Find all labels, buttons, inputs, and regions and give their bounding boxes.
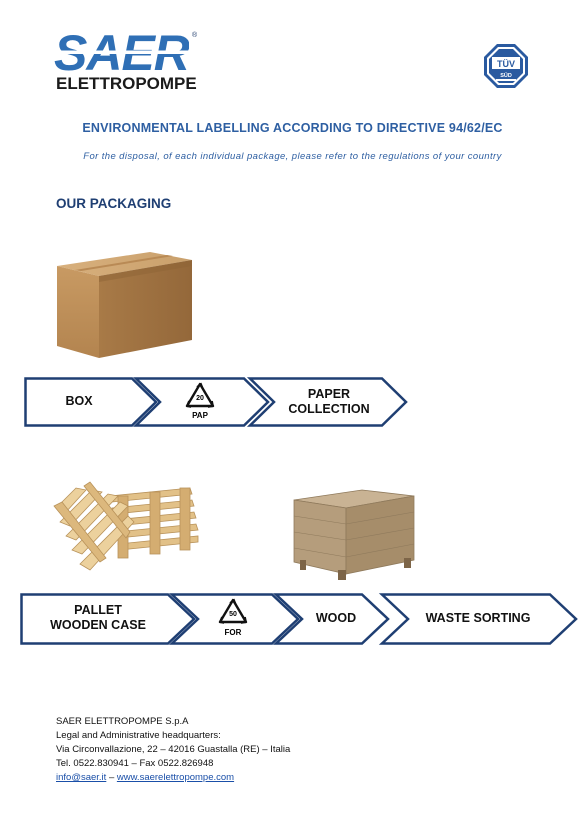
- footer-link-separator: –: [106, 772, 117, 783]
- tuv-bottom-text: SÜD: [500, 72, 512, 79]
- registered-mark: ®: [192, 32, 198, 39]
- recycling-for-icon: 50 FOR: [215, 597, 251, 641]
- wooden-pallets-image: [50, 478, 200, 583]
- footer-email-link[interactable]: info@saer.it: [56, 772, 107, 783]
- step-label-pallet-wooden-case: PALLET WOODEN CASE: [28, 603, 168, 633]
- step-label-waste-sorting: WASTE SORTING: [425, 611, 531, 625]
- logo-subtitle: ELETTROPOMPE: [56, 74, 197, 93]
- row1-arrow-chain: BOX 20 PAP PAPER COLLECTION: [24, 377, 409, 427]
- recycling-code: PAP: [192, 411, 208, 420]
- page-subheading: For the disposal, of each individual pac…: [83, 151, 502, 162]
- footer-phone: Tel. 0522.830941 – Fax 0522.826948: [56, 758, 214, 769]
- cardboard-box-image: [55, 246, 195, 361]
- label-line: WOODEN CASE: [50, 618, 146, 632]
- footer-address: Via Circonvallazione, 22 – 42016 Guastal…: [56, 744, 291, 755]
- section-title: OUR PACKAGING: [56, 196, 172, 211]
- label-line: COLLECTION: [288, 402, 370, 416]
- label-line: PALLET: [74, 603, 122, 617]
- step-label-box: BOX: [65, 394, 93, 408]
- recycling-code: FOR: [224, 628, 242, 637]
- company-footer: SAER ELETTROPOMPE S.p.A Legal and Admini…: [56, 715, 290, 785]
- tuv-top-text: TÜV: [497, 59, 515, 69]
- recycling-pap-icon: 20 PAP: [182, 381, 218, 423]
- row2-arrow-chain: PALLET WOODEN CASE 50 FOR WOOD WASTE SOR…: [20, 593, 580, 645]
- step-label-paper-collection: PAPER COLLECTION: [270, 387, 388, 417]
- company-logo: SAER ® ELETTROPOMPE: [54, 25, 204, 94]
- footer-links: info@saer.it – www.saerelettropompe.com: [56, 771, 290, 785]
- footer-website-link[interactable]: www.saerelettropompe.com: [116, 772, 235, 783]
- step-label-wood: WOOD: [315, 611, 357, 625]
- label-line: PAPER: [307, 387, 351, 401]
- footer-hq-label: Legal and Administrative headquarters:: [56, 730, 221, 741]
- recycling-number: 50: [229, 611, 237, 618]
- logo-wordmark: SAER: [54, 25, 190, 81]
- page-heading: ENVIRONMENTAL LABELLING ACCORDING TO DIR…: [82, 121, 503, 135]
- footer-company: SAER ELETTROPOMPE S.p.A: [56, 716, 189, 727]
- recycling-number: 20: [196, 395, 204, 402]
- wooden-crate-image: [292, 482, 417, 582]
- tuv-sud-certification-icon: TÜV SÜD: [483, 43, 529, 89]
